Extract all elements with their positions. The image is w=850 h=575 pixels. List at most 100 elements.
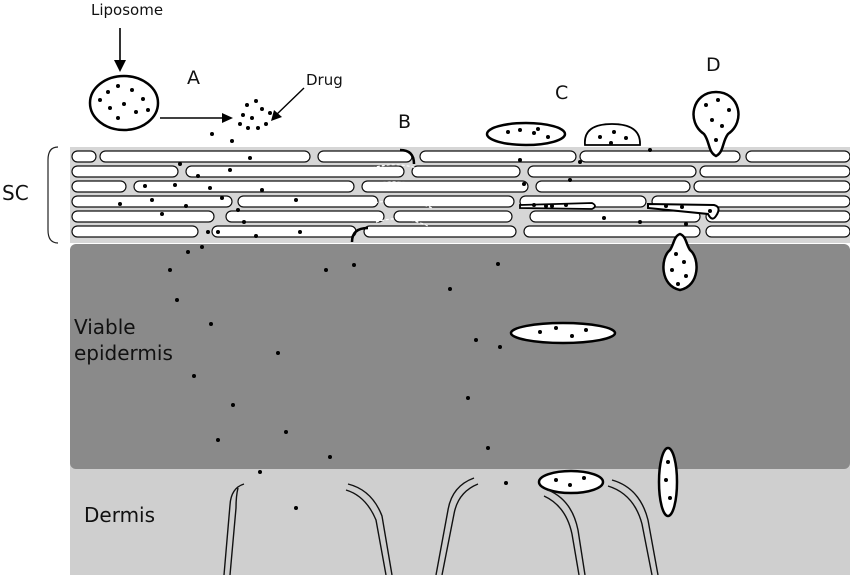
drug-molecule bbox=[108, 106, 112, 110]
drug-molecule bbox=[720, 124, 724, 128]
corneocyte bbox=[393, 210, 513, 223]
drug-molecule bbox=[208, 186, 212, 190]
drug-molecule bbox=[554, 326, 558, 330]
route-c-label: C bbox=[555, 82, 569, 104]
drug-molecule bbox=[564, 203, 568, 207]
drug-molecule bbox=[206, 230, 210, 234]
drug-molecule bbox=[216, 230, 220, 234]
drug-molecule bbox=[200, 245, 204, 249]
drug-molecule bbox=[268, 111, 272, 115]
sc-bracket bbox=[47, 146, 59, 244]
drug-molecule bbox=[638, 220, 642, 224]
corneocyte bbox=[693, 180, 850, 193]
corneocyte bbox=[99, 150, 311, 163]
drug-molecule bbox=[486, 446, 490, 450]
drug-molecule bbox=[122, 102, 126, 106]
drug-molecule bbox=[714, 138, 718, 142]
drug-molecule bbox=[216, 438, 220, 442]
vesicle-d-top bbox=[692, 90, 740, 158]
drug-molecule bbox=[241, 113, 245, 117]
drug-molecule bbox=[250, 116, 254, 120]
vesicle-c-dermis bbox=[537, 469, 605, 495]
drug-molecule bbox=[570, 334, 574, 338]
drug-molecule bbox=[704, 103, 708, 107]
corneocyte bbox=[185, 165, 405, 178]
corneocyte bbox=[237, 195, 379, 208]
drug-molecule bbox=[676, 282, 680, 286]
corneocyte bbox=[383, 195, 515, 208]
corneocyte bbox=[705, 210, 850, 223]
drug-arrow bbox=[274, 87, 305, 117]
drug-molecule bbox=[466, 396, 470, 400]
drug-molecule bbox=[578, 160, 582, 164]
drug-molecule bbox=[324, 268, 328, 272]
drug-molecule bbox=[258, 470, 262, 474]
drug-molecule bbox=[116, 84, 120, 88]
corneocyte bbox=[745, 150, 850, 163]
drug-molecule bbox=[220, 196, 224, 200]
drug-molecule bbox=[532, 203, 536, 207]
liposome-arrow-head bbox=[114, 60, 126, 72]
vesicle-c-intercellular-1 bbox=[519, 202, 596, 210]
release-arrow-head bbox=[222, 113, 233, 123]
drug-molecule bbox=[684, 222, 688, 226]
drug-molecule bbox=[584, 328, 588, 332]
drug-molecule bbox=[242, 220, 246, 224]
corneocyte bbox=[71, 210, 215, 223]
corneocyte bbox=[71, 180, 127, 193]
drug-molecule bbox=[236, 208, 240, 212]
vesicle-d-epidermis bbox=[662, 232, 698, 292]
drug-molecule bbox=[256, 126, 260, 130]
viable-epidermis-label: Viable epidermis bbox=[74, 315, 173, 365]
corneocyte bbox=[133, 180, 355, 193]
drug-molecule bbox=[276, 351, 280, 355]
drug-molecule bbox=[260, 188, 264, 192]
drug-molecule bbox=[245, 103, 249, 107]
drug-molecule bbox=[680, 205, 684, 209]
drug-molecule bbox=[666, 460, 670, 464]
drug-molecule bbox=[298, 230, 302, 234]
corneocyte bbox=[579, 150, 741, 163]
drug-molecule bbox=[146, 108, 150, 112]
drug-molecule bbox=[536, 127, 540, 131]
drug-molecule bbox=[294, 506, 298, 510]
drug-molecule bbox=[624, 136, 628, 140]
drug-molecule bbox=[518, 128, 522, 132]
drug-molecule bbox=[670, 268, 674, 272]
corneocyte bbox=[705, 225, 850, 238]
drug-molecule bbox=[474, 338, 478, 342]
drug-arrow-head bbox=[271, 110, 282, 121]
drug-molecule bbox=[550, 204, 554, 208]
route-b-marker-top bbox=[399, 148, 416, 165]
drug-molecule bbox=[168, 268, 172, 272]
drug-molecule bbox=[284, 430, 288, 434]
corneocyte bbox=[699, 165, 850, 178]
drug-molecule bbox=[674, 252, 678, 256]
vesicle-d-dermis bbox=[657, 446, 679, 518]
drug-molecule bbox=[518, 158, 522, 162]
drug-molecule bbox=[708, 209, 712, 213]
corneocyte bbox=[211, 225, 357, 238]
drug-molecule bbox=[160, 212, 164, 216]
drug-molecule bbox=[727, 108, 731, 112]
drug-label: Drug bbox=[306, 71, 343, 89]
dermis-layer bbox=[70, 455, 850, 575]
drug-molecule bbox=[186, 250, 190, 254]
corneocyte bbox=[361, 180, 529, 193]
corneocyte bbox=[71, 150, 97, 163]
drug-molecule bbox=[554, 478, 558, 482]
vesicle-c1 bbox=[485, 121, 567, 147]
sc-label: SC bbox=[2, 181, 29, 205]
drug-molecule bbox=[664, 204, 668, 208]
drug-molecule bbox=[98, 98, 102, 102]
drug-molecule bbox=[352, 263, 356, 267]
drug-molecule bbox=[598, 135, 602, 139]
liposome-label: Liposome bbox=[91, 1, 164, 19]
drug-molecule bbox=[260, 107, 264, 111]
drug-molecule bbox=[246, 126, 250, 130]
drug-molecules bbox=[98, 84, 731, 510]
drug-molecule bbox=[231, 403, 235, 407]
drug-molecule bbox=[538, 330, 542, 334]
drug-molecule bbox=[294, 198, 298, 202]
